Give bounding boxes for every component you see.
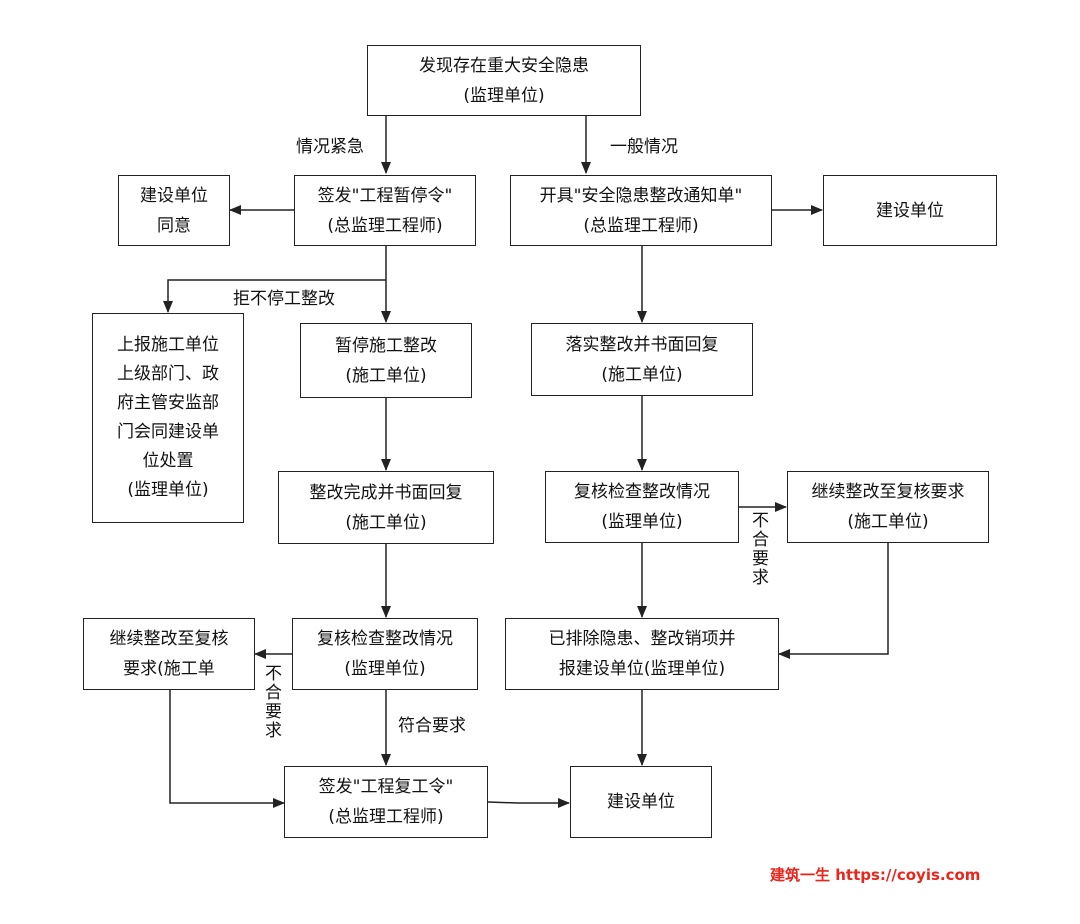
node-owner-agree: 建设单位 同意 xyxy=(118,175,230,246)
label-refuse: 拒不停工整改 xyxy=(233,289,335,309)
label-general: 一般情况 xyxy=(610,137,678,157)
node-complete-reply: 整改完成并书面回复 (施工单位) xyxy=(278,471,494,544)
label-urgent: 情况紧急 xyxy=(296,137,364,157)
node-rectify-notice: 开具"安全隐患整改通知单" (总监理工程师) xyxy=(510,175,772,246)
label-not-meet-right: 不合要求 xyxy=(752,511,769,588)
arrow-continue-to-eliminated xyxy=(778,543,889,659)
arrow-continue-to-resume xyxy=(169,690,285,808)
node-continue-right: 继续整改至复核要求 (施工单位) xyxy=(787,471,989,543)
label-meets: 符合要求 xyxy=(398,716,466,736)
node-stop-order: 签发"工程暂停令" (总监理工程师) xyxy=(294,175,476,246)
node-resume-order: 签发"工程复工令" (总监理工程师) xyxy=(284,766,488,838)
node-implement-reply: 落实整改并书面回复 (施工单位) xyxy=(531,323,753,396)
node-pause-rectify: 暂停施工整改 (施工单位) xyxy=(300,323,472,398)
label-not-meet-left: 不合要求 xyxy=(265,664,282,741)
node-recheck-left: 复核检查整改情况 (监理单位) xyxy=(292,618,478,690)
node-owner-right: 建设单位 xyxy=(823,175,997,246)
node-report-upper: 上报施工单位 上级部门、政 府主管安监部 门会同建设单 位处置 (监理单位) xyxy=(92,313,244,523)
node-eliminated: 已排除隐患、整改销项并 报建设单位(监理单位) xyxy=(505,618,779,690)
node-discover: 发现存在重大安全隐患 (监理单位) xyxy=(367,45,641,116)
arrow-refuse xyxy=(163,279,386,313)
arrow-resume-to-owner xyxy=(487,798,570,808)
node-owner-bottom: 建设单位 xyxy=(570,766,712,838)
watermark: 建筑一生 https://coyis.com xyxy=(770,866,981,884)
node-continue-left: 继续整改至复核 要求(施工单 xyxy=(83,618,255,690)
node-recheck-right: 复核检查整改情况 (监理单位) xyxy=(545,471,739,543)
